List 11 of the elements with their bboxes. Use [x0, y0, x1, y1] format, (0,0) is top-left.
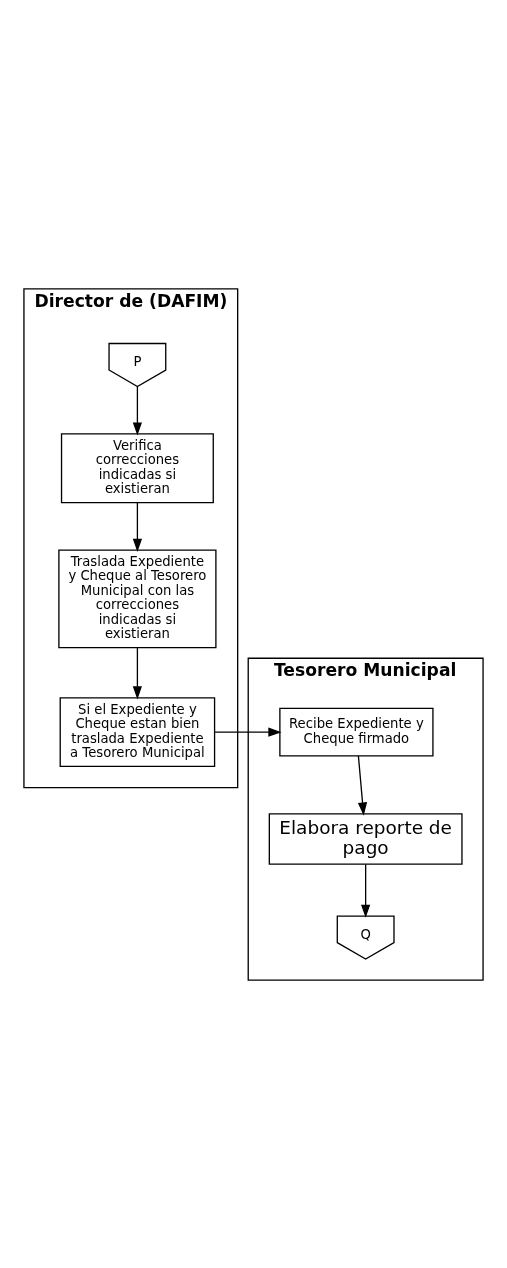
- arrow: [132, 646, 143, 699]
- arrow: [214, 727, 282, 737]
- node-box: Verifica correcciones indicadas si existieran: [60, 432, 214, 503]
- node-box: Traslada Expediente y Cheque al Tesorero Municipal con las correcciones indicadas si existieran: [58, 548, 217, 648]
- node-box: Recibe Expediente y Cheque firmado: [279, 707, 434, 757]
- arrow: [132, 385, 142, 436]
- arrow: [357, 754, 368, 816]
- node-box: Elabora reporte de pago: [268, 812, 463, 865]
- node-box: Si el Expediente y Cheque estan bien traslada Expediente a Tesorero Municipal: [59, 696, 216, 767]
- arrow: [132, 501, 143, 552]
- arrow: [361, 863, 371, 918]
